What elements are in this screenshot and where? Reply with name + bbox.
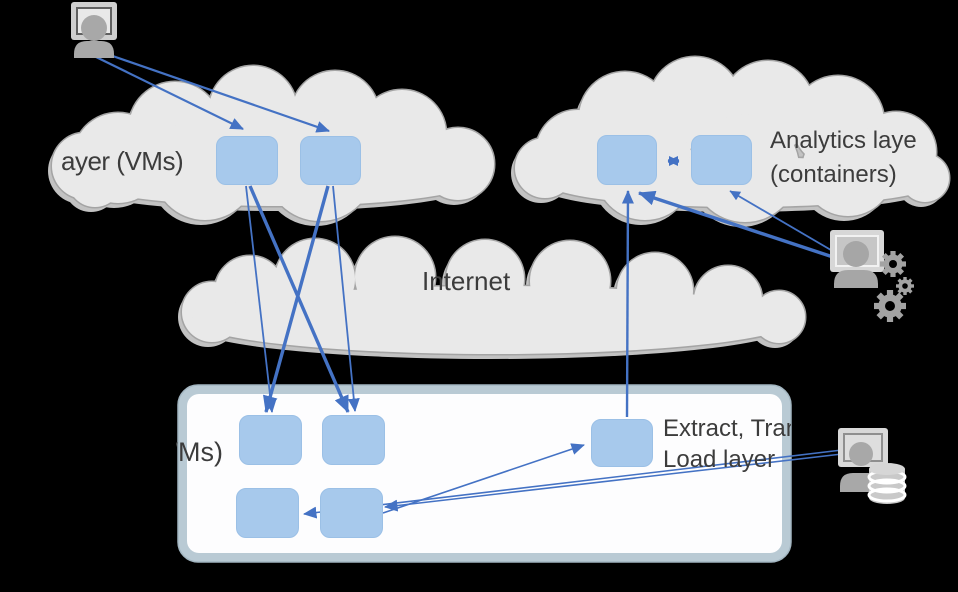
person-icon [81,15,107,41]
datacenter-vm-node-2 [322,415,385,465]
user-workstation-icon [71,2,117,58]
etl-layer-label-line2: Load layer [663,446,776,473]
arrow-datauser-to-dcC [303,449,843,519]
arrow-dcD-to-etl [382,443,585,514]
arrow-datauser-to-dcD [384,453,843,512]
arrow-vm2-to-dcA [263,185,330,413]
analytics-layer-label-line2: (containers) [770,161,897,188]
person-icon [849,442,873,466]
arrows [93,51,843,519]
person-icon [843,241,869,267]
analytics-layer-label: Analytics laye (containers) [770,124,917,192]
analytics-layer-label-line1: Analytics laye [770,127,917,154]
datacenter-vm-node-4 [320,488,383,538]
datacenter-vm-node-1 [239,415,302,465]
datacenter-vm-node-3 [236,488,299,538]
internet-label: Internet [422,266,511,296]
arrow-vm2-to-dcB [332,185,360,412]
arrow-user-to-vm2 [103,51,330,133]
arrow-vm1-to-dcB [248,185,350,413]
arrow-admin-to-container1 [638,190,837,260]
datacenter-vms-label: VMs) [176,437,223,467]
analytics-container-node-1 [597,135,657,185]
cloud-internet [178,235,807,359]
gear-icon [874,290,906,322]
arrow-user-to-vm1 [93,55,244,130]
database-icon [867,463,907,504]
data-user-database-icon [838,428,907,504]
etl-layer-label-line1: Extract, Tran [663,415,791,442]
arrow-etl-to-container1 [621,190,634,418]
presentation-layer-label: ayer (VMs) [61,146,184,176]
analytics-user-gears-icon [830,230,914,322]
analytics-container-node-2 [691,135,752,185]
gear-icon [896,277,914,295]
arrow-vm1-to-dcA [245,185,277,413]
presentation-vm-node-1 [216,136,278,185]
arrow-admin-to-container2 [729,190,837,254]
gear-icon [880,251,906,277]
etl-node [591,419,653,467]
presentation-vm-node-2 [300,136,361,185]
